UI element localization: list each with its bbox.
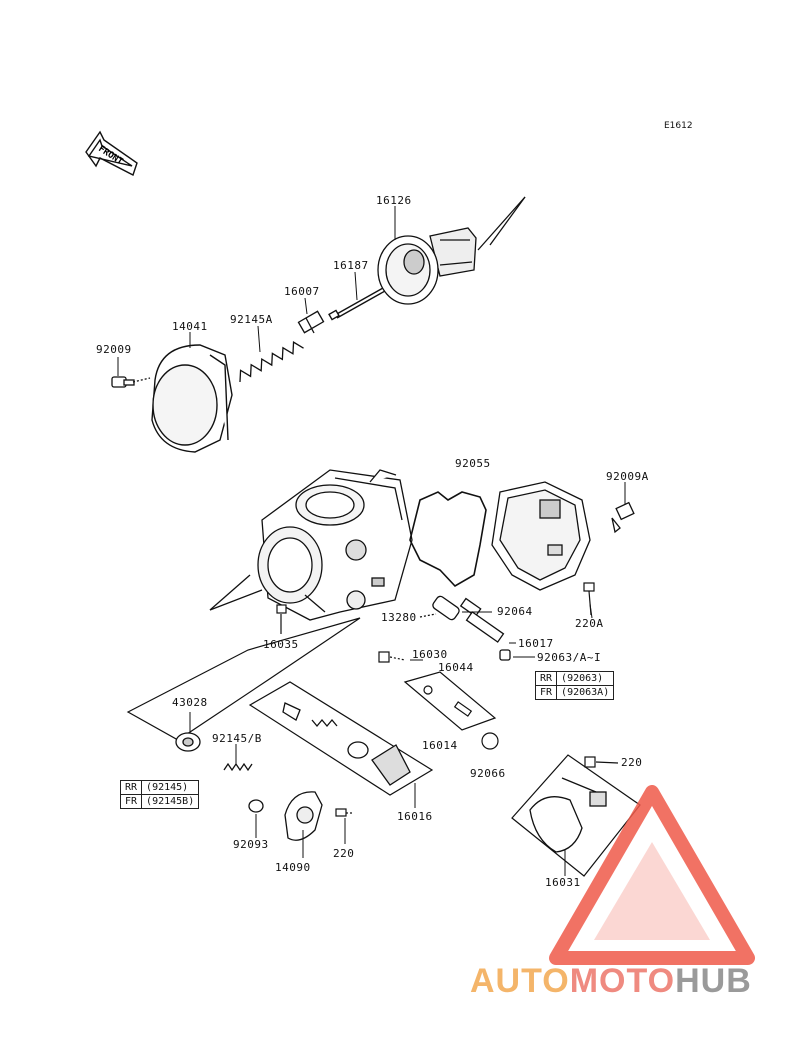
part-label-92145b: 92145/B — [212, 732, 262, 745]
float-needle-kit-part — [403, 671, 497, 731]
spec-model: FR — [119, 794, 143, 809]
automotohub-watermark: AUTOMOTOHUB — [470, 962, 752, 1001]
pump-spring-part — [223, 762, 253, 772]
spec-model: RR — [534, 671, 558, 686]
spec-row: FR (92145B) — [119, 794, 200, 809]
watermark-moto: MOTO — [569, 962, 676, 1000]
part-label-16126: 16126 — [376, 194, 412, 207]
part-label-92009a: 92009A — [606, 470, 649, 483]
automotohub-logo-triangle-icon — [549, 785, 755, 965]
part-label-16035: 16035 — [263, 638, 299, 651]
spec-part: (92063) — [556, 671, 615, 686]
part-label-16031: 16031 — [545, 876, 581, 889]
needle-holder-part — [297, 310, 325, 334]
part-label-92145a: 92145A — [230, 313, 273, 326]
small-screw-220-bottom-part — [335, 808, 352, 817]
carburetor-top-cover-part — [151, 344, 233, 453]
accelerator-pump-frame — [126, 617, 361, 741]
part-label-220a: 220A — [575, 617, 604, 630]
spec-row: RR (92145) — [119, 780, 200, 795]
watermark-auto: AUTO — [470, 962, 570, 1000]
spec-part: (92145B) — [141, 794, 200, 809]
o-ring-92093-part — [248, 799, 264, 813]
o-ring-92066-part — [481, 732, 499, 750]
small-part-16035 — [276, 604, 287, 634]
part-label-92064: 92064 — [497, 605, 533, 618]
pump-kit-frame — [248, 681, 434, 796]
drain-screw-part — [611, 501, 635, 534]
spring-part — [239, 341, 304, 383]
small-screw-220a-part — [583, 582, 595, 616]
watermark-hub: HUB — [675, 962, 752, 1000]
part-label-220-bottom: 220 — [333, 847, 355, 860]
spec-model: FR — [534, 685, 558, 700]
part-label-16017: 16017 — [518, 637, 554, 650]
part-label-43028: 43028 — [172, 696, 208, 709]
float-bowl-gasket-part — [409, 491, 487, 588]
front-arrow-icon — [85, 130, 138, 176]
small-screw-220-right-part — [584, 756, 619, 768]
spec-table-92145: RR (92145) FR (92145B) — [119, 780, 200, 809]
main-jet-assembly-part — [419, 595, 511, 661]
spec-part: (92145) — [141, 780, 200, 795]
part-label-92066: 92066 — [470, 767, 506, 780]
part-label-16016: 16016 — [397, 810, 433, 823]
diagram-code: E1612 — [664, 121, 693, 131]
screw-part — [111, 376, 151, 388]
part-label-92009: 92009 — [96, 343, 132, 356]
pilot-jet-part — [378, 651, 406, 663]
part-label-13280: 13280 — [381, 611, 417, 624]
carburetor-body-part — [209, 469, 413, 621]
pump-cover-part — [284, 791, 323, 841]
part-label-92093: 92093 — [233, 838, 269, 851]
part-label-220-right: 220 — [621, 756, 643, 769]
leader-lines — [117, 206, 626, 876]
diaphragm-slide-part — [377, 196, 526, 305]
part-label-16014: 16014 — [422, 739, 458, 752]
part-label-92055: 92055 — [455, 457, 491, 470]
part-label-16044: 16044 — [438, 661, 474, 674]
spec-row: FR (92063A) — [534, 685, 615, 700]
part-label-16187: 16187 — [333, 259, 369, 272]
pump-diaphragm-part — [175, 732, 201, 752]
spec-part: (92063A) — [556, 685, 615, 700]
part-label-16007: 16007 — [284, 285, 320, 298]
float-bowl-part — [491, 481, 591, 591]
part-label-92063: 92063/A~I — [537, 651, 602, 664]
part-label-16030: 16030 — [412, 648, 448, 661]
jet-needle-part — [328, 287, 386, 321]
float-part — [529, 777, 607, 853]
spec-table-92063: RR (92063) FR (92063A) — [534, 671, 615, 700]
part-label-14041: 14041 — [172, 320, 208, 333]
spec-row: RR (92063) — [534, 671, 615, 686]
pump-kit-parts — [282, 702, 411, 786]
part-label-14090: 14090 — [275, 861, 311, 874]
spec-model: RR — [119, 780, 143, 795]
